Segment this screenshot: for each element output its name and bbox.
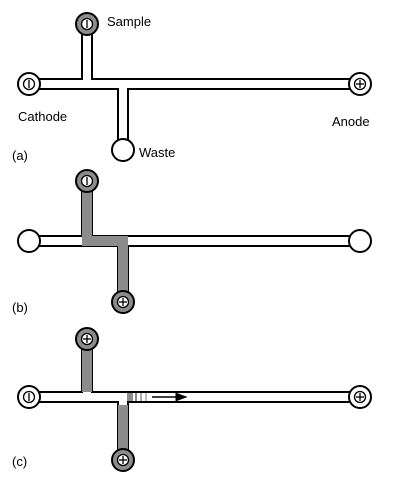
channel-network-a	[27, 27, 358, 141]
cathode-reservoir-a	[17, 72, 41, 96]
label-waste: Waste	[139, 145, 175, 160]
plug-band-1	[135, 393, 137, 401]
anode-reservoir-a	[348, 72, 372, 96]
panel-a: Sample Cathode Waste Anode (a)	[12, 12, 372, 163]
anode-reservoir-c	[348, 385, 372, 409]
sample-reservoir-a	[75, 12, 99, 36]
channel-network-c	[27, 342, 358, 453]
panel-label-a: (a)	[12, 148, 28, 163]
plug-band-3	[145, 393, 147, 401]
panel-label-b: (b)	[12, 300, 28, 315]
waste-reservoir-a	[111, 138, 135, 162]
sample-arm-fill-c	[82, 343, 92, 392]
sample-reservoir-b	[75, 169, 99, 193]
panel-b: (b)	[12, 169, 372, 315]
anode-reservoir-b	[348, 229, 372, 253]
sample-plug-path-b	[82, 186, 128, 295]
cathode-reservoir-c	[17, 385, 41, 409]
waste-reservoir-b	[111, 290, 135, 314]
waste-reservoir-c	[111, 448, 135, 472]
channel-network-b	[27, 182, 358, 296]
plug-band-2	[140, 393, 142, 401]
cathode-reservoir-b	[17, 229, 41, 253]
label-cathode: Cathode	[18, 109, 67, 124]
label-anode: Anode	[332, 114, 370, 129]
sample-plug-c	[127, 393, 133, 401]
label-sample: Sample	[107, 14, 151, 29]
sample-reservoir-c	[75, 327, 99, 351]
panel-c: (c)	[12, 327, 372, 472]
panel-label-c: (c)	[12, 454, 27, 469]
waste-arm-fill-c	[118, 405, 128, 452]
